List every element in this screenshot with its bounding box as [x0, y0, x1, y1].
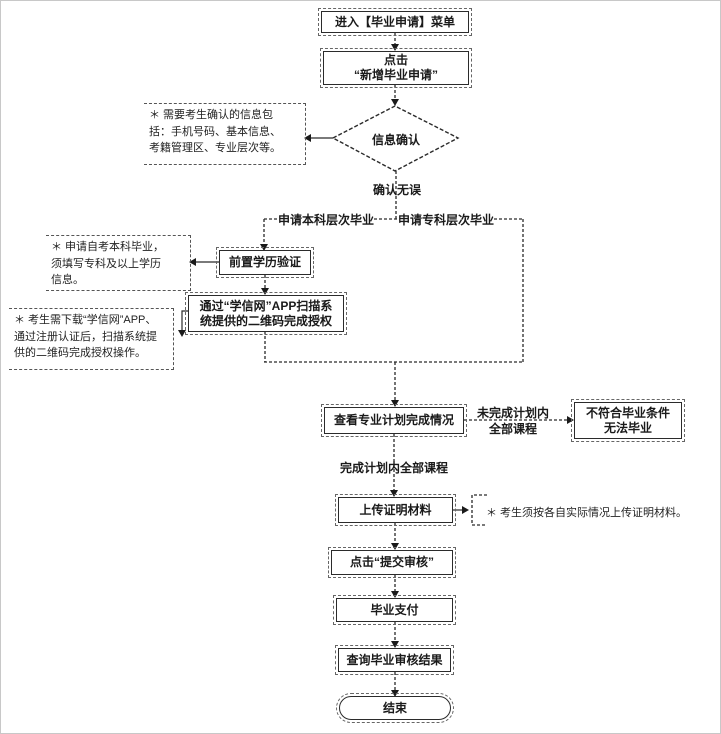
note-info-to-confirm: ＊ 需要考生确认的信息包 括：手机号码、基本信息、 考籍管理区、专业层次等。 [144, 103, 306, 165]
node-confirm-info-label: 信息确认 [371, 133, 420, 147]
arrowheads [178, 44, 574, 697]
node-prior-education-verify: 前置学历验证 [216, 247, 314, 278]
node-check-plan-completion: 查看专业计划完成情况 [321, 404, 467, 437]
edge-label-college-branch: 申请专科层次毕业 [398, 212, 495, 229]
edge-label-incomplete-courses: 未完成计划内 全部课程 [476, 406, 549, 437]
decision-diamond [331, 105, 460, 172]
node-click-new-application: 点击 “新增毕业申请” [320, 48, 472, 88]
edge-xuexin-note3 [181, 310, 188, 330]
edge-label-completed-courses: 完成计划内全部课程 [339, 461, 448, 475]
node-upload-materials: 上传证明材料 [335, 494, 456, 526]
note-upload-materials-instruction: ＊ 考生须按各自实际情况上传证明材料。 [486, 507, 688, 519]
edge-label-bachelor-branch: 申请本科层次毕业 [278, 212, 375, 229]
note4-bracket [471, 494, 487, 526]
edge-label-confirmed: 确认无误 [372, 183, 421, 197]
note-bachelor-requirement: ＊ 申请自考本科毕业， 须填写专科及以上学历 信息。 [46, 235, 191, 291]
node-not-eligible: 不符合毕业条件 无法毕业 [571, 399, 685, 442]
node-end: 结束 [336, 693, 454, 723]
node-xuexin-scan-qrcode: 通过“学信网”APP扫描系 统提供的二维码完成授权 [185, 292, 347, 335]
node-query-review-result: 查询毕业审核结果 [335, 645, 454, 675]
note-xuexin-app-instruction: ＊ 考生需下载“学信网”APP、 通过注册认证后，扫描系统提 供的二维码完成授权… [9, 308, 174, 370]
node-graduation-payment: 毕业支付 [333, 595, 456, 625]
node-enter-menu: 进入【毕业申请】菜单 [318, 8, 472, 36]
node-click-submit-review: 点击“提交审核” [328, 547, 456, 578]
